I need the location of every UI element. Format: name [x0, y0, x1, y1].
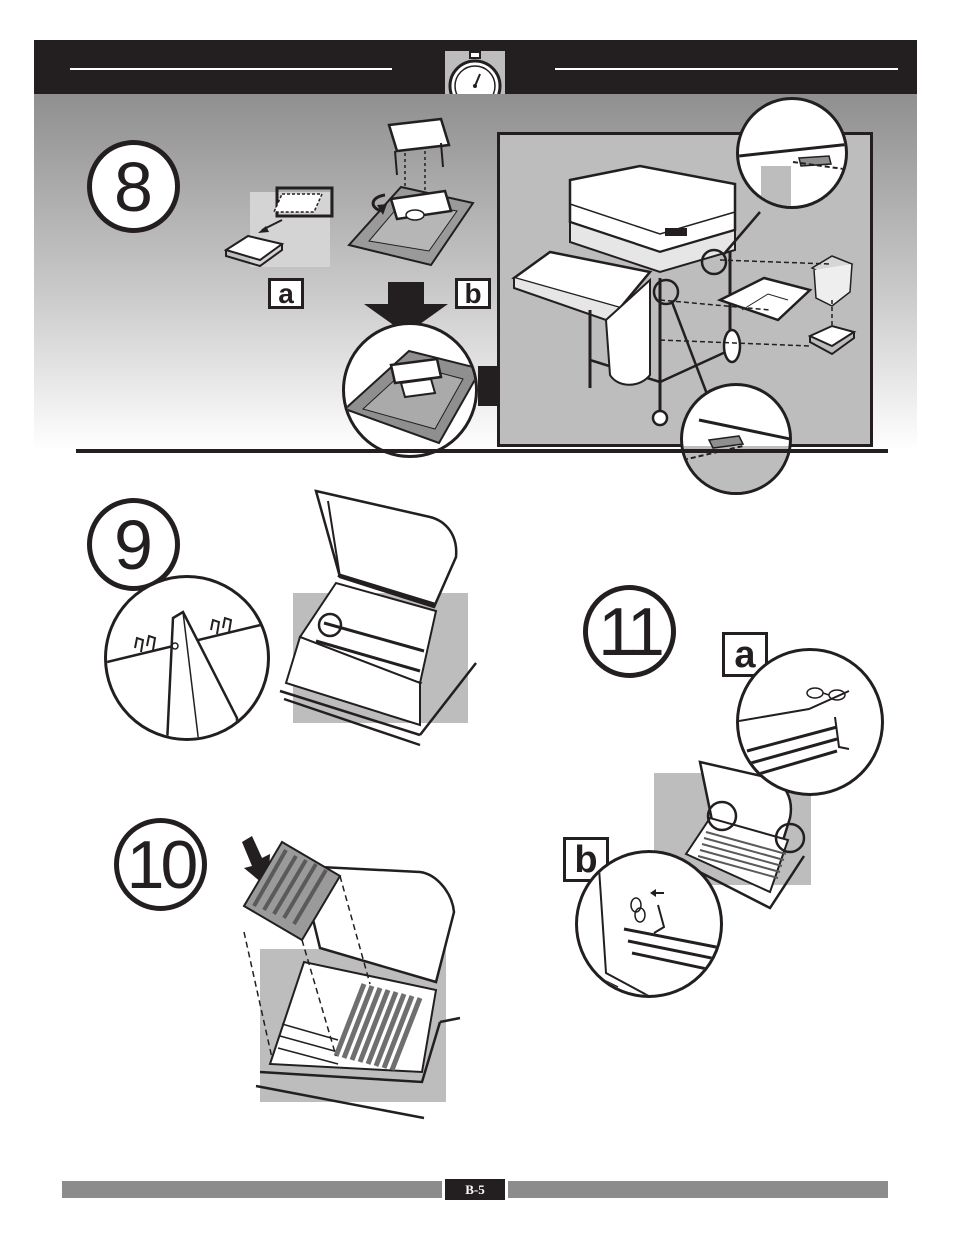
step-8a-label: a — [268, 278, 304, 309]
step11b-detail-illustration — [578, 853, 723, 998]
step9-detail-illustration — [107, 578, 270, 741]
step11a-detail-illustration — [739, 651, 884, 796]
grill-bottom-detail-illustration — [683, 386, 792, 495]
header-rule-left — [70, 68, 392, 70]
step-10-number: 10 — [114, 818, 207, 911]
step10-cooking-grates-illustration — [240, 836, 465, 1121]
footer-bar-right — [508, 1181, 888, 1198]
grill-bottom-detail-circle — [680, 383, 792, 495]
step9-detail-circle — [104, 575, 270, 741]
step8-divider — [76, 449, 888, 453]
grill-top-detail-illustration — [739, 100, 848, 209]
step8-detail-circle — [342, 322, 478, 458]
step-11-number: 11 — [583, 585, 676, 678]
page-number: B-5 — [445, 1179, 505, 1200]
step-8b-label: b — [455, 278, 491, 309]
step8a-drip-tray-illustration — [222, 178, 342, 278]
step9-grill-burners-illustration — [280, 487, 480, 745]
step11a-detail-circle — [736, 648, 884, 796]
step-8-number: 8 — [87, 140, 180, 233]
grill-top-detail-circle — [736, 97, 848, 209]
step8-detail-illustration — [345, 325, 478, 458]
header-rule-right — [555, 68, 898, 70]
footer-bar-left — [62, 1181, 442, 1198]
step11b-detail-circle — [575, 850, 723, 998]
step8b-catch-pan-holder-illustration — [345, 115, 480, 285]
